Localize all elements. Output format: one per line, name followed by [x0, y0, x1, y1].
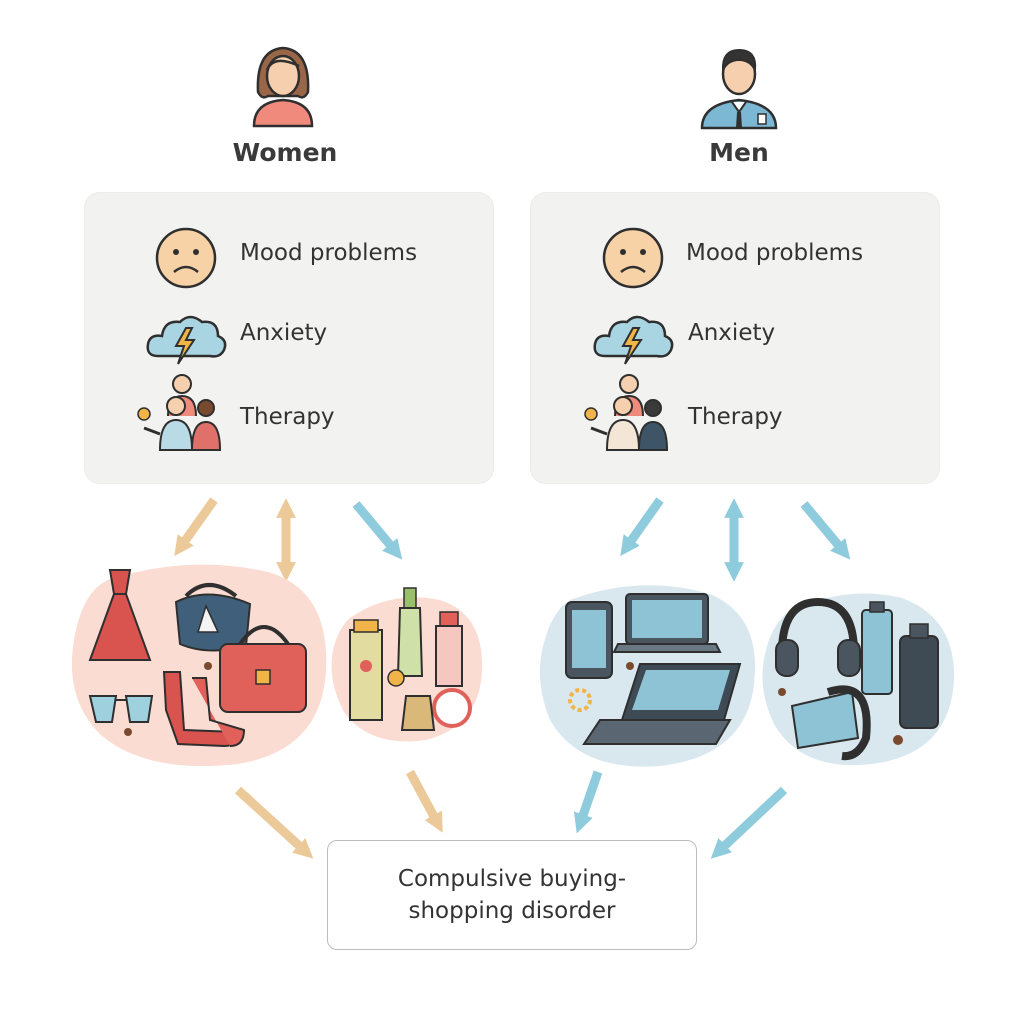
men-gadgets-cluster — [762, 593, 955, 766]
gadget-icon — [861, 601, 939, 729]
men-arrow-outcome-2 — [710, 786, 788, 859]
vr-headset-icon — [790, 685, 871, 761]
storm-cloud-icon — [146, 315, 227, 365]
men-title: Men — [709, 138, 769, 167]
men-arrow-outcome-1 — [573, 770, 603, 834]
woman-avatar-icon — [252, 46, 314, 128]
men-factor-mood: Mood problems — [686, 240, 864, 266]
men-factor-anxiety: Anxiety — [688, 320, 776, 346]
women-arrow-left — [174, 497, 218, 557]
storm-cloud-icon — [593, 315, 674, 365]
men-factor-therapy: Therapy — [688, 404, 783, 430]
laptop-keyboard-icon — [582, 663, 742, 745]
therapy-group-icon — [584, 374, 669, 451]
cosmetics-icon — [387, 669, 472, 731]
sunglasses-icon — [88, 695, 154, 723]
outcome-line-2: shopping disorder — [408, 898, 616, 924]
smartphone-icon — [565, 601, 613, 679]
sad-face-icon — [155, 227, 217, 289]
women-arrow-right — [352, 501, 403, 560]
women-factor-therapy: Therapy — [240, 404, 335, 430]
women-arrow-outcome-2 — [406, 769, 443, 833]
men-arrow-left — [620, 497, 664, 557]
women-arrow-outcome-1 — [234, 786, 314, 859]
women-cosmetics-cluster — [331, 587, 483, 742]
dress-icon — [88, 569, 152, 661]
outcome-box: Compulsive buying- shopping disorder — [327, 840, 697, 950]
women-title: Women — [232, 138, 338, 167]
sad-face-icon — [602, 227, 664, 289]
purse-icon — [219, 625, 307, 713]
headphones-icon — [775, 597, 861, 677]
high-heels-icon — [162, 671, 246, 748]
women-factor-mood: Mood problems — [240, 240, 418, 266]
men-arrow-right — [800, 501, 851, 560]
women-fashion-cluster — [71, 564, 327, 767]
women-factor-anxiety: Anxiety — [240, 320, 328, 346]
men-tech-cluster — [539, 585, 756, 767]
outcome-line-1: Compulsive buying- — [397, 866, 627, 892]
lipstick-icon — [396, 587, 463, 687]
therapy-group-icon — [137, 374, 222, 451]
perfume-icon — [349, 619, 383, 721]
man-avatar-icon — [700, 48, 778, 130]
laptop-icon — [612, 593, 722, 653]
